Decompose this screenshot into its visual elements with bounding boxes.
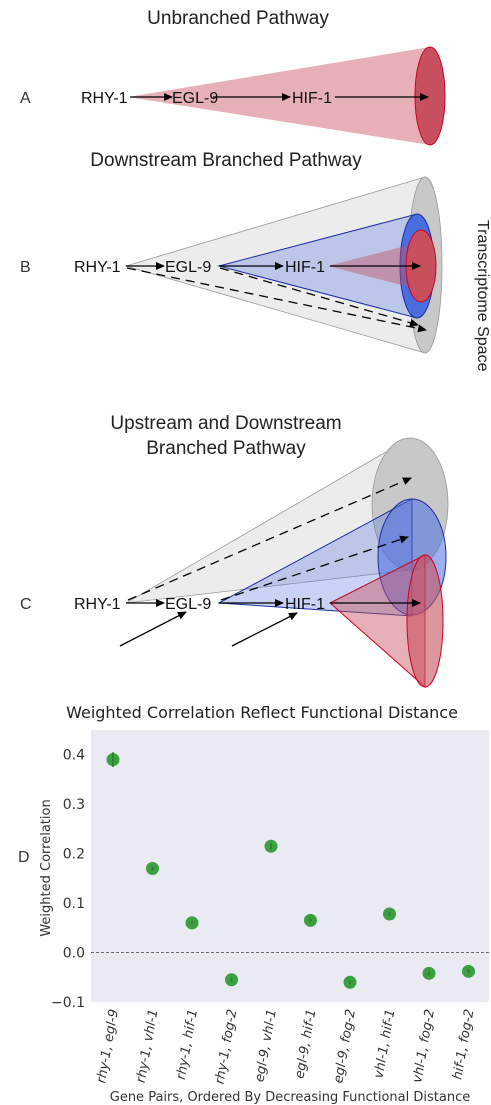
gene-label-rhy1: RHY-1: [74, 596, 121, 613]
x-tick-label: rhy-1, egl-9: [94, 1008, 122, 1084]
arrow-input-egl9: [119, 611, 187, 647]
y-axis-ticks: 0.4 0.3 0.2 0.1 0.0 −0.1: [51, 748, 85, 1011]
arrow-egl9-branch: [220, 535, 409, 601]
y-tick-label: 0.0: [63, 946, 85, 962]
gene-label-hif1: HIF-1: [285, 596, 325, 613]
gene-label-egl9: EGL-9: [172, 90, 218, 107]
y-axis-label: Weighted Correlation: [39, 799, 54, 936]
panel-b-title: Downstream Branched Pathway: [90, 150, 362, 171]
panel-d: Weighted Correlation Reflect Functional …: [18, 703, 489, 1105]
panel-b: Downstream Branched Pathway B RHY-1 EGL-…: [20, 150, 491, 372]
x-tick-label: egl-9, fog-2: [331, 1008, 359, 1084]
chart-title: Weighted Correlation Reflect Functional …: [66, 703, 458, 722]
data-points: [106, 752, 475, 989]
panel-c: Upstream and Downstream Branched Pathway…: [20, 413, 449, 689]
x-tick-label: rhy-1, vhl-1: [134, 1008, 162, 1084]
y-tick-label: −0.1: [51, 995, 85, 1011]
x-tick-label: vhl-1, hif-1: [372, 1008, 399, 1079]
panel-a-letter: A: [20, 90, 31, 107]
x-tick-label: egl-9, hif-1: [292, 1008, 319, 1080]
gene-label-egl9: EGL-9: [165, 596, 211, 613]
panel-a-title: Unbranched Pathway: [147, 8, 329, 29]
transcriptome-space-label: Transcriptome Space: [474, 220, 491, 372]
x-axis-ticks: rhy-1, egl-9 rhy-1, vhl-1 rhy-1, hif-1 rhy-…: [94, 1008, 477, 1085]
x-tick-label: rhy-1, hif-1: [174, 1008, 201, 1081]
gene-label-hif1: HIF-1: [285, 259, 325, 276]
arrow-rhy1-branch: [126, 267, 427, 333]
panel-b-letter: B: [20, 259, 31, 276]
gene-label-hif1: HIF-1: [292, 90, 332, 107]
panel-c-title-line1: Upstream and Downstream: [110, 413, 341, 434]
cone-hif1-base: [414, 46, 446, 146]
panel-c-letter: C: [20, 596, 32, 613]
y-tick-label: 0.1: [63, 896, 85, 912]
arrow-input-hif1: [231, 612, 298, 647]
gene-label-egl9: EGL-9: [165, 259, 211, 276]
arrow-rhy1-branch: [127, 477, 412, 601]
x-axis-label: Gene Pairs, Ordered By Decreasing Functi…: [110, 1090, 470, 1105]
arrow-egl9-branch: [219, 267, 419, 327]
gene-label-rhy1: RHY-1: [74, 259, 121, 276]
cone-hif1: [128, 47, 430, 145]
panel-c-title-line2: Branched Pathway: [146, 438, 306, 459]
x-tick-label: vhl-1, fog-2: [410, 1008, 438, 1084]
y-tick-label: 0.3: [63, 797, 85, 813]
cone-hif1-base: [406, 554, 444, 688]
y-tick-label: 0.2: [63, 847, 85, 863]
panel-a: Unbranched Pathway A RHY-1 EGL-9 HIF-1: [20, 8, 446, 146]
y-tick-label: 0.4: [63, 748, 85, 764]
x-tick-label: rhy-1, fog-2: [213, 1008, 241, 1085]
x-tick-label: egl-9, vhl-1: [252, 1008, 280, 1083]
panel-d-letter: D: [18, 849, 30, 866]
gene-label-rhy1: RHY-1: [81, 90, 128, 107]
x-tick-label: hif-1, fog-2: [450, 1008, 477, 1081]
